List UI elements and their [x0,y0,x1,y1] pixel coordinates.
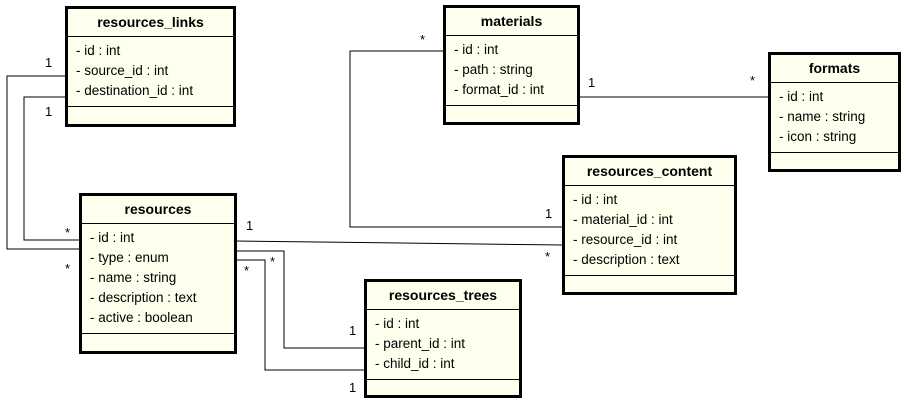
class-resources-links: resources_links - id : int - source_id :… [65,6,236,127]
attribute-name: - name : string [779,109,866,124]
class-attributes: - id : int - source_id : int - destinati… [68,37,233,107]
attribute-id: - id : int [76,43,121,58]
class-formats: formats - id : int - name : string - ico… [768,52,901,172]
association-resources-content [234,240,564,246]
attribute-description: - description : text [90,290,197,305]
class-title: resources_links [68,9,233,37]
class-resources-content: resources_content - id : int - material_… [562,155,737,295]
association-trees-parent [235,250,364,349]
multiplicity-links-destination: 1 [45,104,53,119]
attribute-child-id: - child_id : int [375,356,455,371]
class-title: resources_content [565,158,734,186]
attribute-destination-id: - destination_id : int [76,83,194,98]
multiplicity-formats-materials: * [750,73,756,88]
class-operations [82,334,234,343]
attribute-name: - name : string [90,270,177,285]
multiplicity-content-material: 1 [545,206,553,221]
attribute-path: - path : string [454,62,533,77]
class-resources: resources - id : int - type : enum - nam… [79,193,237,354]
multiplicity-materials-content: * [420,32,426,47]
multiplicity-content-resources: * [545,249,551,264]
association-trees-child [235,259,364,371]
attribute-material-id: - material_id : int [573,212,673,227]
attribute-type: - type : enum [90,250,169,265]
attribute-parent-id: - parent_id : int [375,336,466,351]
association-links-destination [23,96,81,241]
multiplicity-resources-parent: * [270,254,276,269]
class-attributes: - id : int - parent_id : int - child_id … [367,310,519,380]
multiplicity-resources-source: * [65,225,71,240]
multiplicity-materials-formats: 1 [588,75,596,90]
class-attributes: - id : int - type : enum - name : string… [82,224,234,334]
class-title: resources_trees [367,282,519,310]
class-resources-trees: resources_trees - id : int - parent_id :… [364,279,522,398]
class-operations [367,380,519,389]
attribute-resource-id: - resource_id : int [573,232,678,247]
attribute-id: - id : int [90,230,135,245]
class-operations [68,107,233,116]
multiplicity-resources-content: 1 [246,218,254,233]
association-materials-content [349,50,563,228]
attribute-source-id: - source_id : int [76,63,169,78]
attribute-id: - id : int [779,89,824,104]
attribute-id: - id : int [573,192,618,207]
multiplicity-links-source: 1 [45,55,53,70]
class-title: formats [771,55,898,83]
multiplicity-trees-parent: 1 [349,323,357,338]
association-links-source [6,75,81,250]
class-operations [771,153,898,162]
class-materials: materials - id : int - path : string - f… [443,5,580,125]
multiplicity-resources-child: * [244,263,250,278]
class-attributes: - id : int - path : string - format_id :… [446,36,577,106]
class-attributes: - id : int - material_id : int - resourc… [565,186,734,276]
attribute-id: - id : int [375,316,420,331]
multiplicity-resources-destination: * [65,261,71,276]
class-title: resources [82,196,234,224]
attribute-id: - id : int [454,42,499,57]
class-attributes: - id : int - name : string - icon : stri… [771,83,898,153]
attribute-active: - active : boolean [90,310,193,325]
attribute-format-id: - format_id : int [454,82,545,97]
class-title: materials [446,8,577,36]
attribute-description: - description : text [573,252,680,267]
multiplicity-trees-child: 1 [349,380,357,395]
attribute-icon: - icon : string [779,129,857,144]
class-operations [565,276,734,285]
class-operations [446,106,577,115]
